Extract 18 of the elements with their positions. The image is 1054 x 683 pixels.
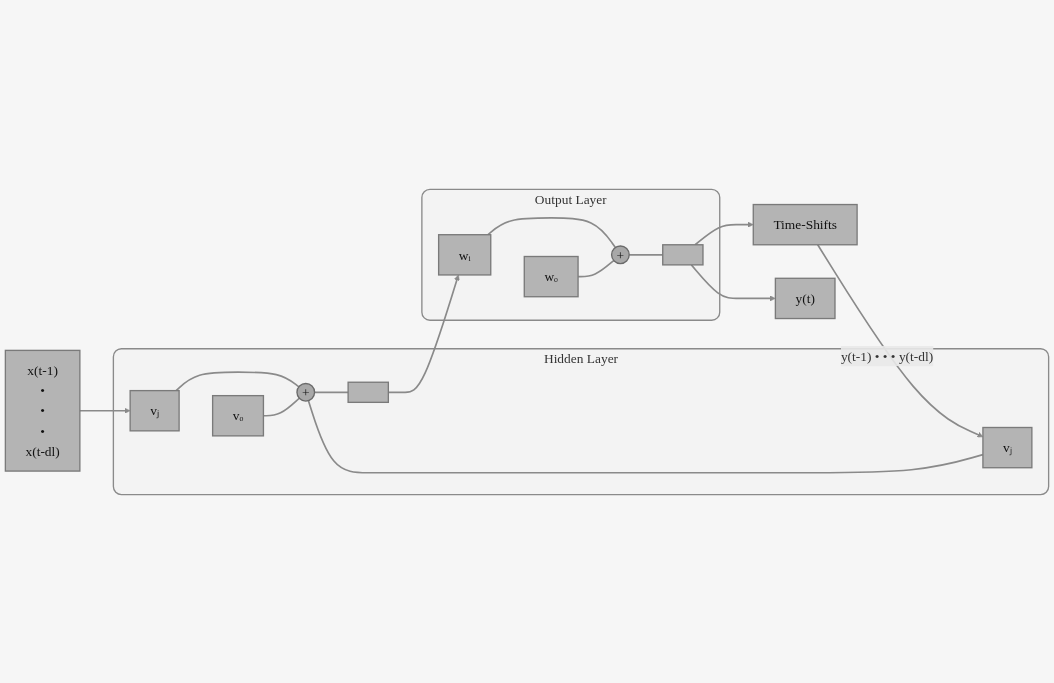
node-circle: + [296,382,316,402]
node-box: vⱼ [129,389,180,432]
node-box: vⱼ [982,426,1033,468]
node-box [347,381,389,403]
node-box: wᵢ [437,233,492,276]
arrow [79,407,131,414]
edge-label: y(t-1) • • • y(t-dl) [840,348,934,363]
arrow [694,221,754,246]
connector [487,216,617,248]
connector [175,370,300,391]
arrow [690,263,776,301]
node-box: wₒ [523,255,579,297]
node-box [662,243,704,266]
node-box: Time-Shifts [752,203,858,245]
node-circle: + [610,244,630,264]
node-box: vₒ [211,394,265,437]
node-box: x(t-1) • • • x(t-dl) [4,349,81,472]
node-box: y(t) [774,277,836,319]
